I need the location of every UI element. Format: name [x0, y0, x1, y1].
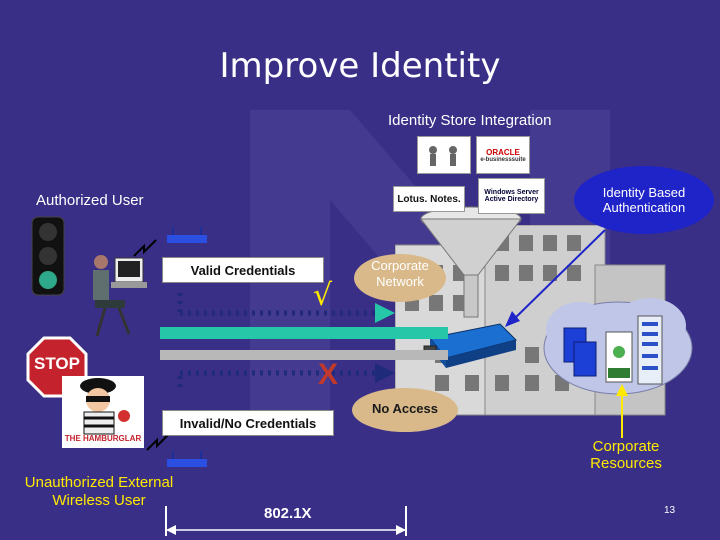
identity-auth-bubble: Identity Based Authentication [574, 166, 714, 234]
no-access-label: No Access [372, 401, 438, 416]
invalid-credentials-label: Invalid/No Credentials [162, 410, 334, 436]
valid-credentials-label: Valid Credentials [162, 257, 324, 283]
hamburglar-image: THE HAMBURGLAR [62, 376, 144, 448]
no-access-cloud [352, 388, 458, 432]
user-at-computer-icon [93, 255, 147, 337]
lotus-notes-logo: Lotus. Notes. [393, 186, 465, 212]
corporate-resources-label: Corporate Resources [590, 438, 662, 472]
corporate-network-cloud [354, 254, 446, 302]
oracle-logo-text: ORACLE [486, 147, 520, 157]
valid-path-bar [160, 327, 448, 339]
oracle-logo: ORACLE e-businesssuite [476, 136, 530, 174]
valid-check-mark: √ [313, 278, 333, 313]
wireless-signal-icon [146, 433, 170, 451]
page-title: Improve Identity [219, 46, 501, 86]
protocol-label: 802.1X [262, 505, 314, 522]
page-number: 13 [664, 505, 676, 516]
stop-sign-text: STOP [34, 354, 80, 373]
traffic-light-icon [31, 216, 65, 296]
wireless-signal-icon [133, 239, 157, 257]
protocol-span-indicator [165, 506, 407, 536]
traffic-paths [177, 293, 395, 387]
identity-store-label: Identity Store Integration [388, 112, 552, 129]
access-point-icon [167, 451, 207, 467]
authorized-user-label: Authorized User [36, 192, 144, 209]
hamburglar-caption: THE HAMBURGLAR [64, 434, 142, 443]
windows-server-logo: Windows Server Active Directory [478, 178, 545, 214]
access-point-icon [167, 227, 207, 243]
burglar-icon [80, 378, 130, 435]
blocked-path-bar [160, 350, 448, 360]
auth-arrow [505, 229, 606, 327]
resources-arrow [616, 384, 628, 438]
corporate-network-label: Corporate Network [371, 258, 429, 289]
unauthorized-user-label: Unauthorized External Wireless User [24, 474, 174, 509]
invalid-x-mark: X [318, 358, 339, 391]
ebusiness-logo-text: e-businesssuite [480, 156, 526, 163]
server-icon [563, 315, 663, 385]
people-icon [429, 146, 457, 166]
identity-store-logo [417, 136, 471, 174]
